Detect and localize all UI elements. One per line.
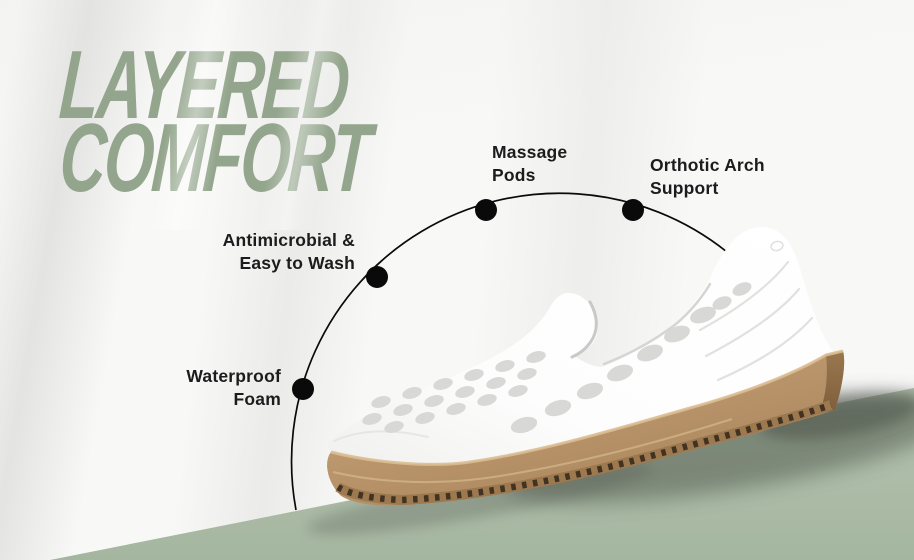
- callout-label-waterproof-foam: Waterproof Foam: [186, 366, 281, 409]
- callout-dot-massage-pods: [475, 199, 497, 221]
- perforation-holes-main: [510, 282, 752, 434]
- callout-label-antimicrobial: Antimicrobial & Easy to Wash: [222, 230, 355, 273]
- shoe-creases: [333, 282, 712, 442]
- sole-step-line: [332, 418, 733, 484]
- callout-dot-antimicrobial: [366, 266, 388, 288]
- heel-layer-ridges: [698, 260, 814, 382]
- perforation-holes-side: [362, 351, 546, 433]
- shoe-sole: [327, 351, 845, 506]
- callout-dot-orthotic-arch: [622, 199, 644, 221]
- product-shoe-image: [327, 227, 845, 506]
- callout-dot-waterproof-foam: [292, 378, 314, 400]
- sole-heel-face: [819, 351, 845, 414]
- callout-label-massage-pods: Massage Pods: [492, 142, 568, 185]
- shoe-tread: [335, 400, 833, 506]
- sole-top-highlight: [330, 349, 844, 466]
- heel-logo-icon: [770, 240, 784, 252]
- callout-label-orthotic-arch: Orthotic Arch Support: [650, 155, 765, 198]
